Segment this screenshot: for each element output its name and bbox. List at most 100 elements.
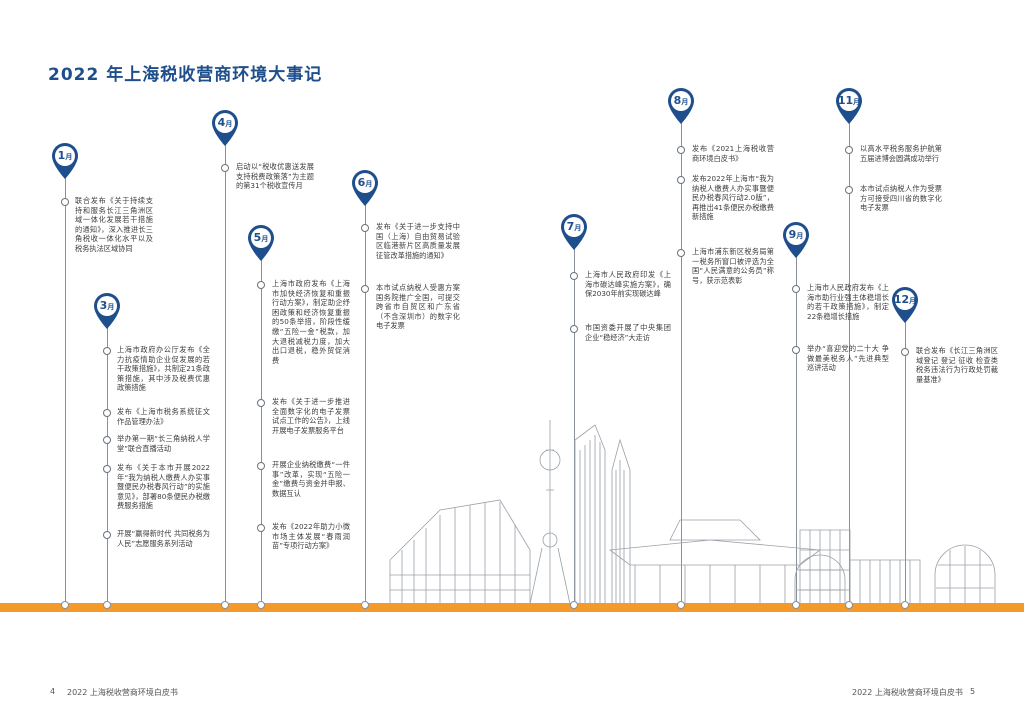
month-number: 8 xyxy=(673,94,682,107)
month-unit: 月 xyxy=(261,235,269,243)
event-dot xyxy=(103,531,111,539)
event-dot xyxy=(845,146,853,154)
map-pin-icon xyxy=(52,143,78,179)
footer-right-page-number: 5 xyxy=(970,687,976,696)
event-item: 上海市政府办公厅发布《全力抗疫情助企业促发展的若干政策措施》，共制定21条政策措… xyxy=(117,345,210,393)
event-item: 联合发布《长江三角洲区域登记 登记 征收 检查类税务违法行为行政处罚裁量基准》 xyxy=(916,346,998,384)
event-item: 发布《关于进一步支持中国（上海）自由贸易试验区临港新片区高质量发展征管改革措施的… xyxy=(376,222,460,260)
month-number: 9 xyxy=(788,228,797,241)
event-dot xyxy=(257,462,265,470)
month-pin-nov: 11月 xyxy=(835,87,863,125)
month-unit: 月 xyxy=(107,303,115,311)
month-unit: 月 xyxy=(365,180,373,188)
event-item: 启动以“税收优惠送发展 支持税费政策落”为主题的第31个税收宣传月 xyxy=(236,162,314,191)
event-dot xyxy=(901,348,909,356)
timeline-line-mar xyxy=(107,325,108,603)
map-pin-icon xyxy=(248,225,274,261)
event-dot xyxy=(845,186,853,194)
event-dot xyxy=(221,164,229,172)
timeline-line-nov xyxy=(849,117,850,603)
event-item: 上海市浦东新区税务局第一税务所窗口被评选为全国“人民满意的公务员”称号，获示范表… xyxy=(692,247,774,285)
month-pin-apr: 4月 xyxy=(211,109,239,147)
event-item: 本市试点纳税人作为受票方可接受四川省的数字化电子发票 xyxy=(860,184,942,213)
month-pin-mar: 3月 xyxy=(93,292,121,330)
baseline-ring xyxy=(570,601,578,609)
event-dot xyxy=(570,272,578,280)
baseline-ring xyxy=(257,601,265,609)
month-number: 4 xyxy=(217,116,226,129)
map-pin-icon xyxy=(668,88,694,124)
event-dot xyxy=(677,176,685,184)
timeline-line-sep xyxy=(796,254,797,603)
month-pin-dec: 12月 xyxy=(891,286,919,324)
event-dot xyxy=(257,524,265,532)
map-pin-icon xyxy=(352,170,378,206)
month-number: 1 xyxy=(57,149,66,162)
event-dot xyxy=(257,399,265,407)
baseline-ring xyxy=(901,601,909,609)
event-dot xyxy=(570,325,578,333)
month-number: 6 xyxy=(357,176,366,189)
event-dot xyxy=(61,198,69,206)
timeline-line-jul xyxy=(574,246,575,603)
timeline-line-jan xyxy=(65,175,66,603)
event-item: 发布《2021上海税收营商环境白皮书》 xyxy=(692,144,774,163)
event-item: 发布《2022年助力小微市场主体发展“春雨润苗”专项行动方案》 xyxy=(272,522,350,551)
month-unit: 月 xyxy=(853,98,861,106)
timeline-line-jun xyxy=(365,202,366,603)
month-unit: 月 xyxy=(909,297,917,305)
timeline-line-apr xyxy=(225,142,226,603)
month-pin-sep: 9月 xyxy=(782,221,810,259)
event-item: 以高水平税务服务护航第五届进博会圆满成功举行 xyxy=(860,144,942,163)
event-dot xyxy=(677,249,685,257)
event-item: 上海市人民政府印发《上海市碳达峰实施方案》，确保2030年前实现碳达峰 xyxy=(585,270,671,299)
event-dot xyxy=(257,281,265,289)
event-dot xyxy=(103,436,111,444)
event-item: 发布《关于本市开展2022年“我为纳税人缴费人办实事暨便民办税春风行动”的实施意… xyxy=(117,463,210,511)
month-pin-jun: 6月 xyxy=(351,169,379,207)
footer-left-title: 2022 上海税收营商环境白皮书 xyxy=(67,688,178,697)
month-number: 3 xyxy=(99,299,108,312)
event-dot xyxy=(361,224,369,232)
event-item: 上海市人民政府发布《上海市助行业强主体稳增长的若干政策措施》，制定22条稳增长措… xyxy=(807,283,889,321)
event-item: 联合发布《关于持续支持和服务长江三角洲区域一体化发展若干措施的通知》，深入推进长… xyxy=(75,196,153,253)
month-unit: 月 xyxy=(796,232,804,240)
map-pin-icon xyxy=(561,214,587,250)
baseline-ring xyxy=(677,601,685,609)
month-pin-aug: 8月 xyxy=(667,87,695,125)
map-pin-icon xyxy=(212,110,238,146)
month-unit: 月 xyxy=(65,153,73,161)
month-pin-jul: 7月 xyxy=(560,213,588,251)
baseline-ring xyxy=(845,601,853,609)
month-unit: 月 xyxy=(681,98,689,106)
baseline-ring xyxy=(61,601,69,609)
baseline-ring xyxy=(792,601,800,609)
map-pin-icon xyxy=(783,222,809,258)
map-pin-icon xyxy=(94,293,120,329)
map-pin-icon xyxy=(836,88,862,124)
month-unit: 月 xyxy=(225,120,233,128)
month-pin-jan: 1月 xyxy=(51,142,79,180)
event-item: 举办“喜迎党的二十大 争做最美税务人”先进典型巡讲活动 xyxy=(807,344,889,373)
event-dot xyxy=(103,465,111,473)
baseline-ring xyxy=(221,601,229,609)
event-item: 举办第一期“长三角纳税人学堂”联合直播活动 xyxy=(117,434,210,453)
baseline-ring xyxy=(361,601,369,609)
event-dot xyxy=(103,347,111,355)
month-number: 5 xyxy=(253,231,262,244)
month-unit: 月 xyxy=(574,224,582,232)
event-dot xyxy=(677,146,685,154)
month-number: 7 xyxy=(566,220,575,233)
event-item: 本市试点纳税人受惠方案国务院推广全国，可提交跨省市自贸区和广东省（不含深圳市）的… xyxy=(376,283,460,331)
event-item: 开展企业纳税缴费“一件事”改革，实现“五险一金”缴费与资金并申报、数据互认 xyxy=(272,460,350,498)
event-item: 发布《上海市税务系统征文作品管理办法》 xyxy=(117,407,210,426)
footer-right-title: 2022 上海税收营商环境白皮书 xyxy=(852,688,963,697)
timeline-line-aug xyxy=(681,117,682,603)
event-dot xyxy=(792,285,800,293)
event-dot xyxy=(103,409,111,417)
timeline-line-may xyxy=(261,257,262,603)
event-item: 发布《关于进一步推进全面数字化的电子发票试点工作的公告》，上线开展电子发票服务平… xyxy=(272,397,350,435)
event-item: 发布2022年上海市“我为纳税人缴费人办实事暨便民办税春风行动2.0版”，再推出… xyxy=(692,174,774,222)
page-title: 2022 年上海税收营商环境大事记 xyxy=(48,65,323,85)
